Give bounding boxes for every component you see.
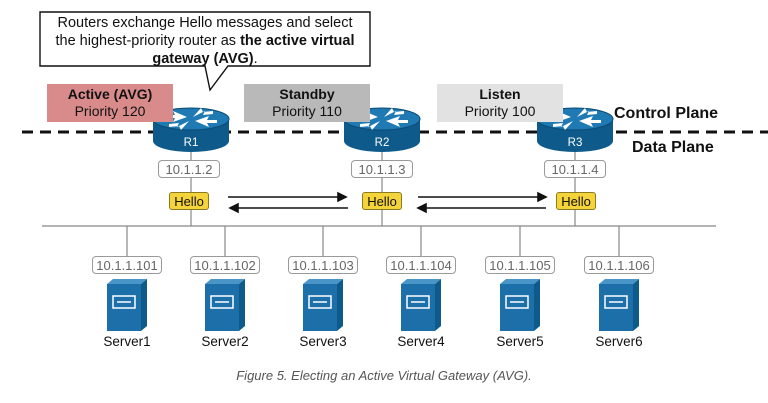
callout-text: Routers exchange Hello messages and sele… [55,15,355,67]
server-ip-2: 10.1.1.102 [190,256,260,274]
router-icon [152,107,230,152]
server-label-3: Server3 [299,334,347,349]
role-box-r3: Listen Priority 100 [437,84,563,122]
router-ip-r3: 10.1.1.4 [544,160,606,178]
role-label: Listen [479,86,521,102]
hello-arrows [228,191,548,214]
server-label-2: Server2 [201,334,249,349]
server-ip-6: 10.1.1.106 [584,256,654,274]
server-ip-4: 10.1.1.104 [386,256,456,274]
server-icon [500,279,540,331]
server-label-5: Server5 [496,334,544,349]
role-label: Standby [279,86,335,102]
router-ip-r2: 10.1.1.3 [351,160,413,178]
role-label: Active (AVG) [67,86,153,102]
server-icon [107,279,147,331]
role-box-r2: Standby Priority 110 [244,84,370,122]
server-ip-5: 10.1.1.105 [485,256,555,274]
server-icon [599,279,639,331]
priority-label: Priority 120 [74,103,146,119]
server-icon [205,279,245,331]
router-name-r3: R3 [567,137,583,149]
server-label-6: Server6 [595,334,643,349]
router-ip-r1: 10.1.1.2 [158,160,220,178]
figure-caption: Figure 5. Electing an Active Virtual Gat… [236,368,532,383]
server-icon [303,279,343,331]
server-label-1: Server1 [103,334,151,349]
router-name-r1: R1 [183,137,199,149]
server-ip-1: 10.1.1.101 [92,256,162,274]
server-icon [401,279,441,331]
server-label-4: Server4 [397,334,445,349]
role-box-r1: Active (AVG) Priority 120 [47,84,173,122]
priority-label: Priority 110 [272,103,342,119]
callout-bubble [39,11,371,92]
hello-badge-r2: Hello [362,192,402,210]
control-plane-label: Control Plane [614,105,719,122]
data-plane-label: Data Plane [632,139,714,156]
router-name-r2: R2 [374,137,390,149]
server-ip-3: 10.1.1.103 [288,256,358,274]
hello-badge-r1: Hello [169,192,209,210]
hello-badge-r3: Hello [556,192,596,210]
priority-label: Priority 100 [464,103,536,119]
